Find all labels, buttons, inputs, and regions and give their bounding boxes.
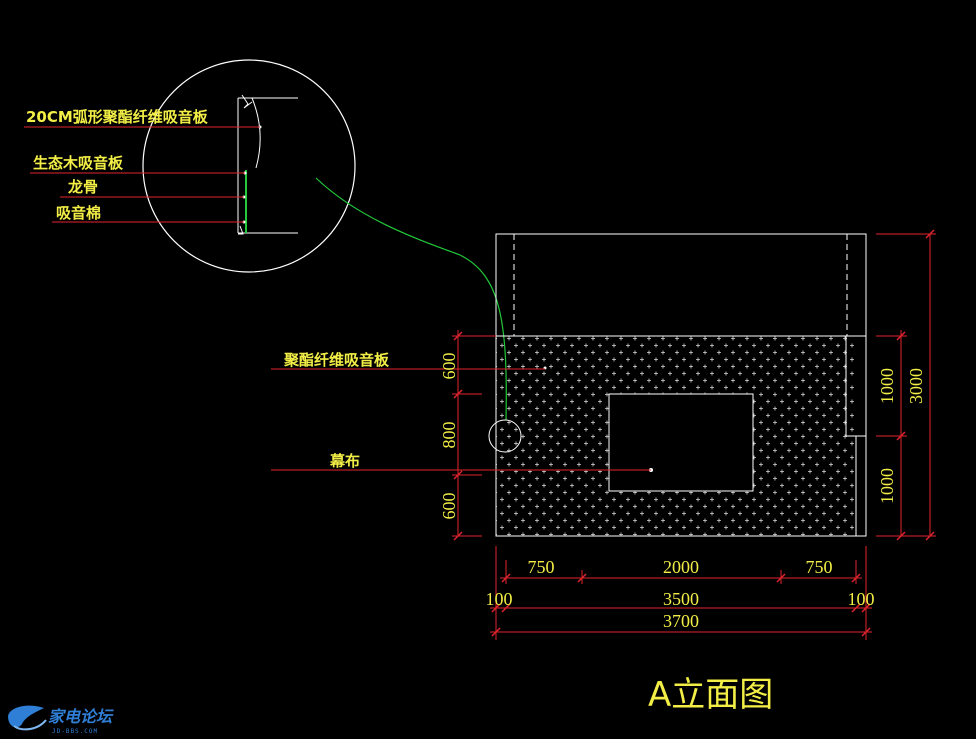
watermark-url: JD-BBS.COM bbox=[52, 728, 98, 735]
dim-bottom-left: 750 bbox=[528, 557, 555, 577]
drawing-title: A立面图 bbox=[648, 675, 773, 715]
watermark-name: 家电论坛 bbox=[48, 707, 114, 726]
dim-total-width: 3700 bbox=[663, 611, 699, 631]
dim-right-upper: 1000 bbox=[877, 368, 897, 404]
callout-link-curve bbox=[315, 177, 507, 421]
right-dimensions: 1000 1000 3000 bbox=[876, 229, 936, 541]
label-keel: 龙骨 bbox=[67, 178, 98, 196]
projection-screen bbox=[608, 393, 754, 492]
label-arc-panel: 20CM弧形聚酯纤维吸音板 bbox=[26, 108, 209, 126]
dim-left-bot: 600 bbox=[439, 493, 459, 520]
label-eco-wood: 生态木吸音板 bbox=[33, 154, 124, 172]
label-polyester-panel: 聚酯纤维吸音板 bbox=[283, 351, 390, 369]
detail-callout: 20CM弧形聚酯纤维吸音板 生态木吸音板 龙骨 吸音棉 bbox=[24, 59, 356, 273]
watermark-logo: 家电论坛 JD-BBS.COM bbox=[8, 705, 114, 735]
label-screen: 幕布 bbox=[329, 452, 360, 470]
dim-right-lower: 1000 bbox=[877, 468, 897, 504]
dim-inner-width: 3500 bbox=[663, 589, 699, 609]
dim-left-mid: 800 bbox=[439, 422, 459, 449]
left-dimensions: 600 800 600 bbox=[439, 330, 496, 541]
bottom-dimensions: 750 2000 750 100 3500 100 3700 bbox=[486, 546, 875, 640]
arc-panel-curve bbox=[251, 97, 261, 169]
dim-left-top: 600 bbox=[439, 353, 459, 380]
dim-bottom-right: 750 bbox=[806, 557, 833, 577]
dim-margin-right: 100 bbox=[848, 589, 875, 609]
dim-right-total: 3000 bbox=[906, 368, 926, 404]
detail-circle bbox=[142, 59, 356, 273]
dim-margin-left: 100 bbox=[486, 589, 513, 609]
dim-bottom-mid: 2000 bbox=[663, 557, 699, 577]
logo-swoosh-icon bbox=[8, 705, 44, 728]
elevation-wall bbox=[495, 233, 867, 537]
label-acoustic-cotton: 吸音棉 bbox=[56, 204, 101, 222]
